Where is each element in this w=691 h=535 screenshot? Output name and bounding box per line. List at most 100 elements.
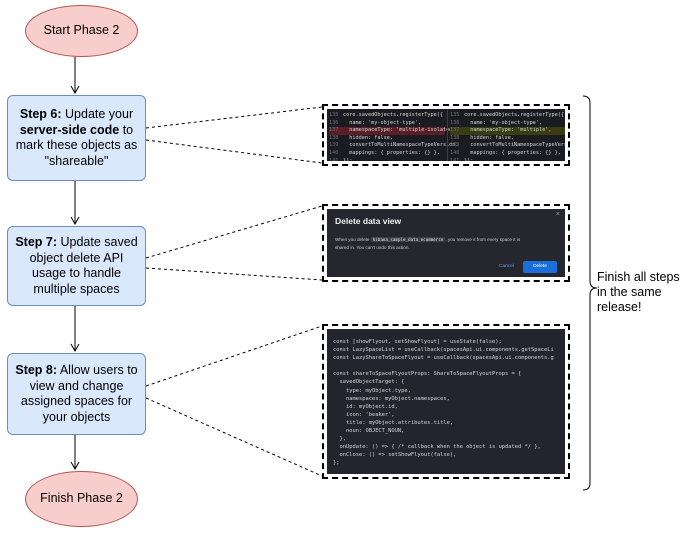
line-number: 137 <box>450 127 460 134</box>
line-number: 138 <box>329 134 339 141</box>
connector-step6-bottom <box>145 139 323 164</box>
screenshot-code-diff: 135 core.savedObjects.registerType({ 136 n… <box>322 104 570 166</box>
code-line: noun: OBJECT_NOUN, <box>333 428 405 435</box>
code-line: namespaces: myObject.namespaces, <box>333 395 450 402</box>
code-line: const LazySpaceList = useCallback(spaces… <box>333 347 554 354</box>
line-number: 135 <box>329 112 339 118</box>
screenshot-delete-modal: Delete data view × When you delete kiban… <box>322 204 570 282</box>
step-6-text-2: to mark these objects as "shareable" <box>15 122 138 168</box>
code-text: namespaceType: 'multiple', <box>464 127 552 134</box>
code-text: core.savedObjects.registerType({ <box>464 112 564 118</box>
modal-body-text-3: shared in. You can't undo this action. <box>335 245 410 250</box>
code-line: 141}); <box>450 158 565 161</box>
modal-body-text-1: When you delete <box>335 237 370 242</box>
start-label: Start Phase 2 <box>43 23 120 38</box>
code-line: 138 hidden: false, <box>450 135 565 143</box>
code-line: 138 hidden: false, <box>329 135 445 143</box>
line-number: 136 <box>450 119 460 126</box>
code-line <box>333 362 554 370</box>
step-8-label: Step 8: Allow users to view and change a… <box>14 363 139 425</box>
code-line: }; <box>333 460 340 467</box>
code-line: 139 convertToMultiNamespaceTypeVersion: <box>450 142 565 150</box>
line-number: 135 <box>450 112 460 118</box>
code-line: icon: 'beaker', <box>333 411 395 418</box>
code-text: hidden: false, <box>464 134 514 141</box>
step-6-heading: Step 6: <box>19 107 62 121</box>
modal-cancel-button[interactable]: Cancel <box>499 264 514 269</box>
finish-label: Finish Phase 2 <box>40 491 123 506</box>
connector-step7-top <box>145 205 323 259</box>
step-6-label: Step 6: Update your server-side code to … <box>14 107 139 169</box>
code-line: onClose: () => setShowFlyout(false), <box>333 452 457 459</box>
step-6-emphasis: server-side code <box>19 122 120 137</box>
code-line: const shareToSpaceFlyoutProps: ShareToSp… <box>333 371 522 378</box>
code-text: mappings: { properties: {} }, <box>464 149 561 156</box>
step-7-text: Update saved object delete API usage to … <box>29 235 138 296</box>
delete-modal: Delete data view × When you delete kiban… <box>327 209 565 277</box>
connector-step8-bottom <box>145 397 323 477</box>
finish-phase-2-node: Finish Phase 2 <box>25 471 138 527</box>
code-line: 141}); <box>329 158 445 161</box>
code-diff-panel: 135 core.savedObjects.registerType({ 136 n… <box>327 109 565 161</box>
code-text: }); <box>464 157 474 161</box>
code-line: 136 name: 'my-object-type', <box>450 120 565 128</box>
code-line: const LazyShareToSpaceFlyout = useCallba… <box>333 355 554 362</box>
diff-divider <box>447 109 448 161</box>
line-number: 139 <box>450 142 460 149</box>
step-7-label: Step 7: Update saved object delete API u… <box>14 235 139 297</box>
step-8-node: Step 8: Allow users to view and change a… <box>7 353 146 435</box>
step-7-heading: Step 7: <box>15 235 58 249</box>
code-text: convertToMultiNamespaceTypeVersion: <box>470 142 565 149</box>
line-number: 140 <box>329 149 339 156</box>
diff-right-pane: 135 core.savedObjects.registerType({ 136 n… <box>450 112 565 161</box>
code-text: namespaceType: 'multiple-isolated', <box>343 127 459 134</box>
line-number: 139 <box>329 142 339 149</box>
code-text: convertToMultiNamespaceTypeVersion: <box>343 142 459 149</box>
code-line: const [showFlyout, setShowFlyout] = useS… <box>333 339 502 345</box>
line-number: 141 <box>450 157 460 161</box>
code-line: 140 mappings: { properties: {} }, <box>450 150 565 158</box>
code-line: id: myObject.id, <box>333 403 398 410</box>
brace-note: Finish all steps in the same release! <box>597 270 680 314</box>
code-line: 137 namespaceType: 'multiple', <box>450 127 565 135</box>
step-8-text: Allow users to view and change assigned … <box>20 363 138 424</box>
step-7-node: Step 7: Update saved object delete API u… <box>7 226 146 306</box>
step-6-text-1: Update your <box>61 107 134 121</box>
curly-brace <box>582 95 598 491</box>
step-8-heading: Step 8: <box>15 363 58 377</box>
flyout-code-block: const [showFlyout, setShowFlyout] = useS… <box>333 338 554 468</box>
code-line: savedObjectTarget: { <box>333 379 405 386</box>
connector-step6-top <box>145 106 323 129</box>
modal-close-icon[interactable]: × <box>555 211 560 218</box>
line-number: 136 <box>329 119 339 126</box>
start-phase-2-node: Start Phase 2 <box>25 5 138 57</box>
modal-title: Delete data view <box>335 216 402 226</box>
code-text: name: 'my-object-type', <box>343 119 422 126</box>
code-line: 135 core.savedObjects.registerType({ <box>329 112 445 120</box>
code-line: title: myObject.attributes.title, <box>333 419 454 426</box>
code-line: }, <box>333 436 346 443</box>
modal-data-view-tag: kibana_sample_data_ecommerce <box>370 237 446 242</box>
code-text: }); <box>343 157 353 161</box>
connector-step7-bottom <box>145 267 323 281</box>
code-line: onUpdate: () => { /* callback when the o… <box>333 444 541 451</box>
modal-body: When you delete kibana_sample_data_ecomm… <box>335 236 559 252</box>
step-6-node: Step 6: Update your server-side code to … <box>7 95 146 181</box>
line-number: 138 <box>450 134 460 141</box>
line-number: 137 <box>329 127 339 134</box>
code-text: core.savedObjects.registerType({ <box>343 112 443 118</box>
code-text: name: 'my-object-type', <box>464 119 543 126</box>
line-number: 141 <box>329 157 339 161</box>
modal-body-text-2: , you remove it from every space it is <box>445 237 521 242</box>
code-text: hidden: false, <box>343 134 393 141</box>
code-line: 137 namespaceType: 'multiple-isolated', <box>329 127 459 135</box>
code-line: 139 convertToMultiNamespaceTypeVersion: <box>329 142 459 150</box>
code-line: type: myObject.type, <box>333 387 411 394</box>
connector-step8-top <box>145 325 323 387</box>
code-line: 136 name: 'my-object-type', <box>329 120 445 128</box>
share-flyout-code-panel: const [showFlyout, setShowFlyout] = useS… <box>327 329 565 474</box>
modal-delete-button[interactable]: Delete <box>523 261 557 273</box>
code-line: 135 core.savedObjects.registerType({ <box>450 112 565 120</box>
code-text: mappings: { properties: {} }, <box>343 149 440 156</box>
